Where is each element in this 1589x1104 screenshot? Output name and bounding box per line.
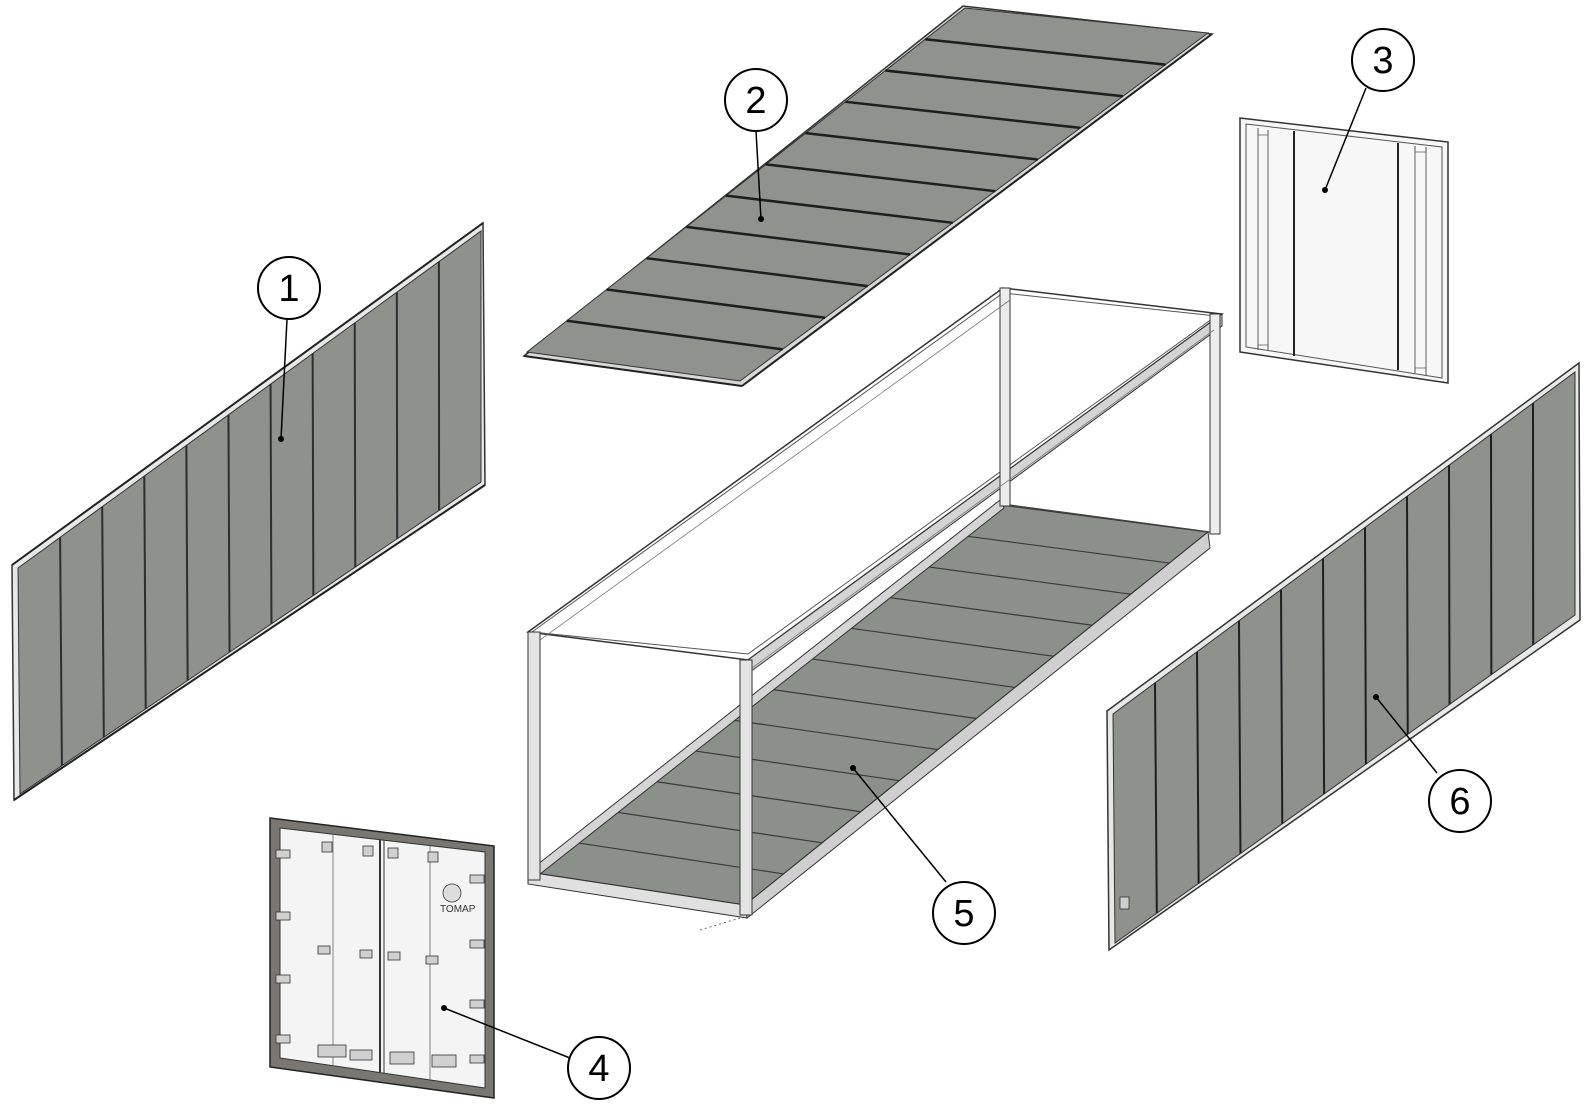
wall-rib [227,414,231,653]
wall-rib [1154,682,1158,914]
wall-rib [1364,527,1367,765]
wall-rib [1238,620,1242,854]
floor-seam [768,688,977,720]
callout-5: 5 [932,881,996,945]
wall-rib [353,322,357,568]
wall-rib [101,506,105,738]
door-fitting [317,1044,347,1058]
roof-seam [885,69,1124,98]
wall-rib [1322,558,1326,794]
door-fitting [427,851,439,863]
door-fitting [349,1049,373,1061]
roof-panel [522,5,1214,387]
roof-seam [606,288,826,319]
floor-seam [690,749,900,782]
roof-seam [765,163,996,193]
floor-seam [885,596,1093,626]
wall-rib [185,445,189,681]
wall-rib [59,537,63,766]
floor-seam [729,719,939,751]
floor-seam [963,535,1170,564]
callout-2-label: 2 [745,80,766,122]
rear-doors: TOMAP [269,817,495,1099]
callouts: 1 2 3 4 5 [257,28,1492,1100]
wall-rib [1448,465,1451,705]
floor-seam [651,780,861,813]
door-fitting [431,1054,457,1068]
wall-rib [269,384,273,624]
wall-rib [143,476,147,709]
wall-rib [1406,496,1409,735]
roof-seam [646,256,868,288]
callout-4: 4 [567,1036,631,1100]
door-fitting [387,951,401,961]
door-fitting [469,999,485,1009]
roof-seam [686,225,911,256]
roof-seam [845,100,1081,130]
door-fitting [359,949,373,959]
door-fitting [275,849,291,859]
floor-seam [924,565,1131,595]
logo-mark: TOMAP [440,883,476,915]
wall-rib [1196,651,1200,884]
callout-1: 1 [257,256,321,320]
callout-3: 3 [1351,28,1415,92]
callout-5-label: 5 [953,893,974,935]
callout-6: 6 [1428,769,1492,833]
logo-text: TOMAP [440,904,476,915]
callout-6-label: 6 [1449,781,1470,823]
callout-3-label: 3 [1372,40,1393,82]
roof-seam [925,38,1166,66]
base-frame-floor [526,287,1224,931]
door-fitting [321,841,333,853]
door-fitting [469,874,485,884]
door-fitting [275,911,291,921]
roof-seam [805,131,1038,161]
wall-rib [311,353,315,596]
door-fitting [387,847,399,859]
door-fitting [469,1054,485,1064]
door-fitting [362,845,374,857]
door-fitting [317,945,331,955]
door-fitting [275,1034,291,1044]
callout-2: 2 [724,68,788,132]
floor-seam [612,811,823,844]
roof-seam [566,319,783,351]
wall-rib [1280,589,1284,824]
floor-seam [807,657,1016,689]
door-fitting [389,1051,415,1065]
callout-1-label: 1 [278,268,299,310]
roof-seam [725,194,953,225]
floor-seam [846,627,1054,657]
callout-4-label: 4 [588,1048,609,1090]
door-fitting [469,939,485,949]
front-wall [1239,117,1449,384]
door-fitting [275,974,291,984]
side-wall-right [1106,361,1581,952]
side-wall-left [11,221,486,802]
door-fitting [425,955,439,965]
